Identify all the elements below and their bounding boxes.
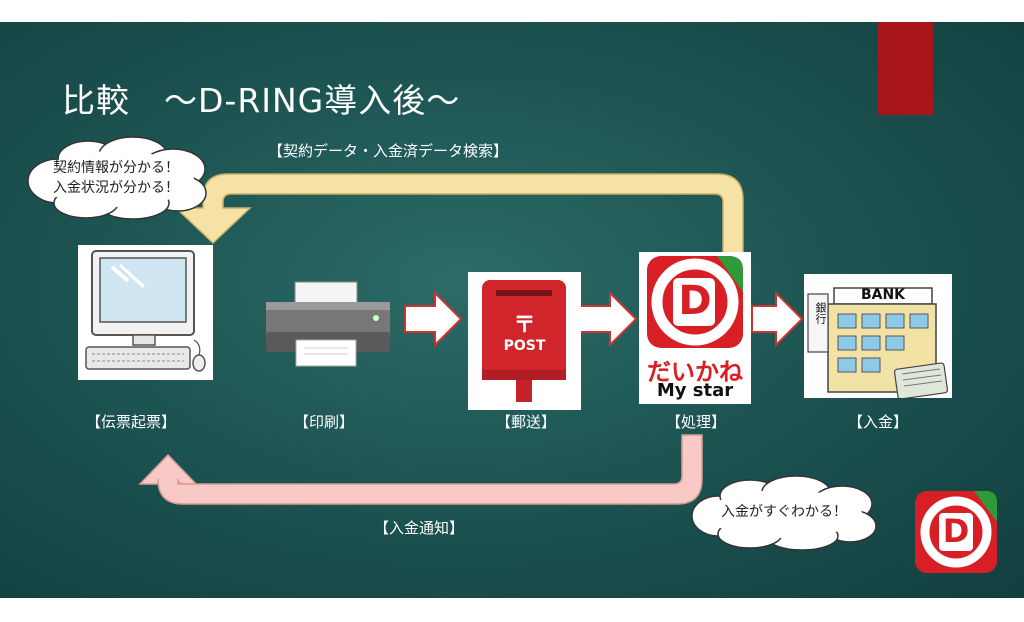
step-label-3: 【郵送】	[496, 413, 557, 431]
flow-arrows	[138, 173, 804, 505]
bank-icon	[807, 287, 949, 400]
bank-tile: BANK 銀行	[804, 274, 952, 400]
step-arrow-1	[404, 290, 463, 348]
d-ring-logo	[647, 256, 743, 348]
bank-sign: BANK	[860, 287, 906, 303]
bottom-arrow-label: 【入金通知】	[374, 519, 465, 537]
slide-title: 比較 ～D-RING導入後～	[62, 81, 461, 120]
step-label-4: 【処理】	[666, 413, 727, 431]
cloud-bubble-left: 契約情報が分かる！ 入金状況が分かる！	[18, 131, 214, 223]
d-ring-tile: D だいかね My star	[639, 252, 751, 404]
computer-icon	[85, 250, 206, 372]
logo-subtitle: My star	[656, 380, 734, 401]
logo-name: だいかね	[647, 358, 743, 386]
slide: 比較 ～D-RING導入後～ 契約情報が分かる！ 入金状況が分か	[0, 22, 1024, 598]
postbox-text: POST	[503, 338, 546, 354]
cloud-shape-icon	[27, 136, 207, 220]
d-ring-small-logo	[915, 491, 997, 573]
step-arrow-2	[579, 290, 638, 348]
computer-tile	[78, 245, 213, 380]
accent-bar	[878, 22, 933, 115]
top-arrow-label: 【契約データ・入金済データ検索】	[268, 142, 509, 160]
cloud-left-line2: 入金状況が分かる！	[53, 180, 179, 196]
cloud-left-line1: 契約情報が分かる！	[53, 160, 179, 176]
printer-icon	[266, 281, 390, 367]
step-label-1: 【伝票起票】	[86, 413, 177, 431]
printer-tile	[260, 280, 395, 370]
postbox-icon	[482, 280, 566, 402]
postbox-tile: 〒 POST	[468, 272, 581, 410]
step-arrow-3	[751, 290, 804, 348]
cloud-right-text: 入金がすぐわかる！	[721, 504, 847, 520]
d-ring-app-icon: D	[914, 490, 998, 574]
search-flow-arrow	[174, 173, 744, 255]
postbox-mark: 〒	[513, 313, 536, 338]
step-label-5: 【入金】	[848, 413, 909, 431]
small-logo-letter: D	[942, 512, 970, 550]
cloud-shape-icon	[691, 475, 877, 551]
step-label-2: 【印刷】	[294, 413, 355, 431]
bank-vertical-sign: 銀行	[814, 302, 827, 324]
cloud-bubble-right: 入金がすぐわかる！	[686, 472, 882, 554]
notify-flow-arrow	[138, 434, 703, 505]
logo-letter: D	[678, 278, 712, 324]
